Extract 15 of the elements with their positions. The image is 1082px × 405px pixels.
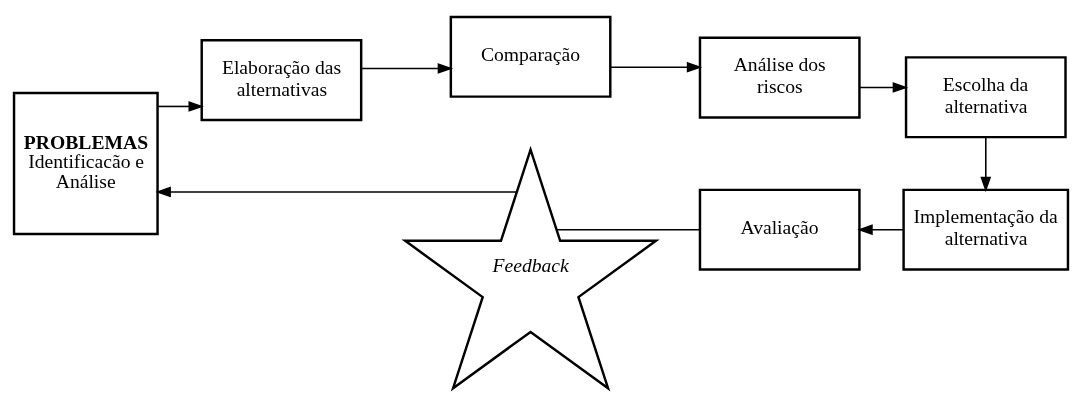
arrow — [859, 82, 909, 93]
node-box: Implementação da alternativa — [902, 188, 1070, 271]
arrow — [155, 186, 518, 198]
node-box: Comparação — [449, 15, 612, 98]
node-box: PROBLEMAS Identificacão e Análise — [12, 91, 159, 236]
node-box: Avaliação — [698, 188, 861, 271]
arrow — [980, 136, 992, 193]
node-box: Elaboração das alternativas — [200, 39, 363, 122]
arrow — [609, 61, 703, 73]
arrow — [360, 63, 454, 74]
node-box: Escolha da alternativa — [904, 56, 1067, 139]
arrow — [157, 101, 204, 112]
connector — [556, 228, 701, 231]
node-box: Análise dos riscos — [698, 36, 861, 119]
arrow — [857, 224, 904, 236]
